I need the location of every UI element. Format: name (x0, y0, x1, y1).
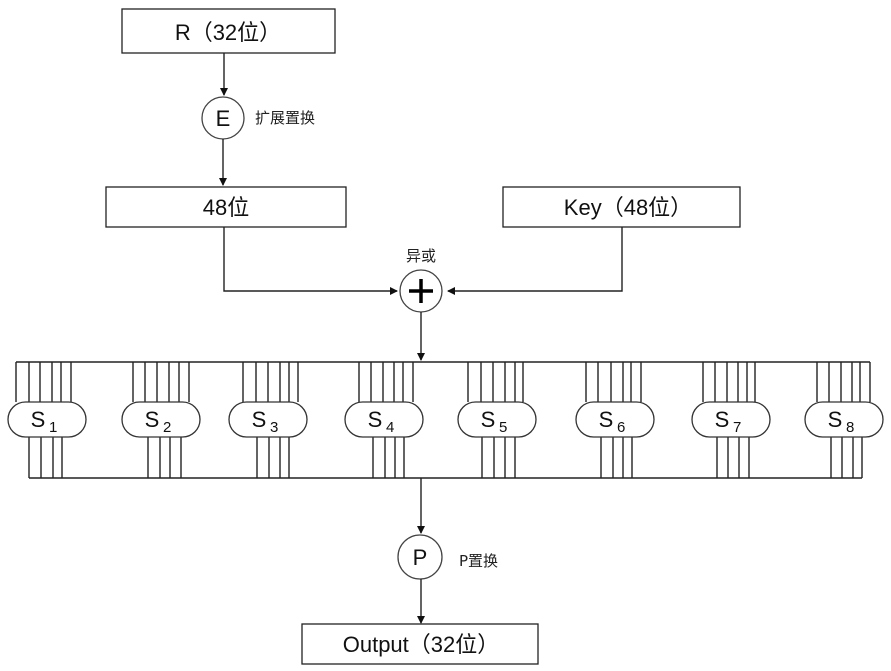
sbox-index: 1 (49, 419, 57, 436)
sbox-label: S (252, 407, 267, 432)
sbox-label: S (599, 407, 614, 432)
sbox-index: 8 (846, 419, 854, 436)
sbox-label: S (828, 407, 843, 432)
expansion-permutation-caption: 扩展置换 (255, 109, 315, 127)
sbox-index: 2 (163, 419, 171, 436)
output-box: Output（32位） (301, 623, 539, 665)
key-48bit-box: Key（48位） (502, 186, 741, 228)
p-permutation-caption: P置换 (459, 552, 498, 570)
r-input-box: R（32位） (121, 8, 336, 54)
sbox-shape (7, 401, 87, 438)
sbox-shape (121, 401, 201, 438)
expansion-symbol: E (216, 106, 231, 131)
sbox-label: S (145, 407, 160, 432)
expanded-48bit-label: 48位 (203, 195, 249, 220)
sbox-index: 6 (617, 419, 625, 436)
sbox-label: S (368, 407, 383, 432)
output-label: Output（32位） (343, 632, 500, 657)
expanded-48bit-box: 48位 (105, 186, 347, 228)
r-input-label: R（32位） (175, 20, 281, 45)
p-permutation-node: P (397, 534, 443, 580)
xor-node (399, 269, 443, 313)
sbox-index: 3 (270, 419, 278, 436)
xor-caption: 异或 (406, 247, 436, 265)
sbox-shape (344, 401, 424, 438)
sbox-index: 5 (499, 419, 507, 436)
key-48bit-label: Key（48位） (564, 195, 692, 220)
sbox-label: S (715, 407, 730, 432)
sbox-label: S (31, 407, 46, 432)
arrow-key-to-xor (447, 227, 623, 295)
sbox-shape (804, 401, 884, 438)
sbox-label: S (481, 407, 496, 432)
sbox-shape (575, 401, 655, 438)
sbox-shape (457, 401, 537, 438)
sbox-shape (691, 401, 771, 438)
sbox-index: 7 (733, 419, 741, 436)
expansion-permutation-node: E (201, 96, 245, 140)
arrow-48-to-xor (223, 227, 398, 295)
sbox-shape (228, 401, 308, 438)
p-symbol: P (413, 545, 428, 570)
sbox-index: 4 (386, 419, 394, 436)
